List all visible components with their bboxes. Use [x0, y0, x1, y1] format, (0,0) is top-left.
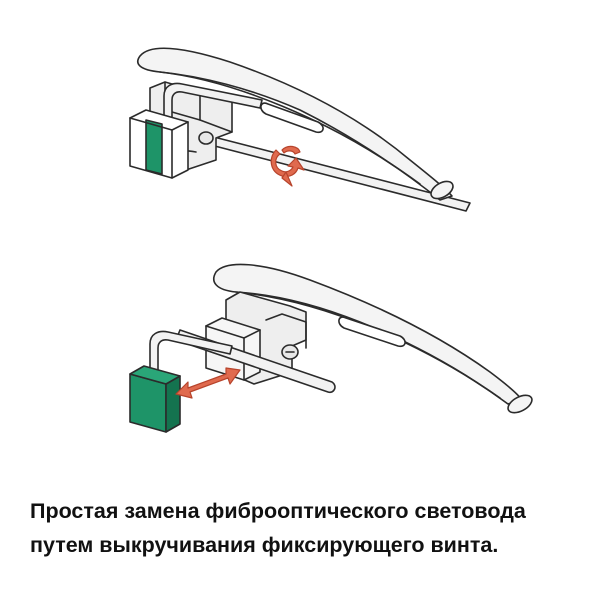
top-fiber-block-green [145, 119, 163, 175]
top-blade-tip [430, 180, 454, 200]
rotation-arrow-icon [270, 145, 305, 187]
bottom-fiber-block-top [129, 365, 181, 385]
caption-line-2: путем выкручивания фиксирующего винта. [30, 533, 499, 557]
double-arrow-icon [175, 367, 241, 399]
top-illustration [129, 47, 471, 212]
top-blade-inner [159, 71, 421, 185]
bottom-light-guide [149, 330, 233, 373]
bottom-blade-tip [507, 394, 533, 414]
bottom-blade-slot [338, 316, 406, 348]
bottom-fiber-block-side [165, 375, 181, 433]
top-screw [198, 131, 214, 145]
bottom-illustration [129, 263, 533, 433]
caption-line-1: Простая замена фиброоптического световод… [30, 499, 526, 523]
top-blade-slot [260, 102, 324, 134]
top-rod [206, 135, 471, 212]
laryngoscope-diagram [129, 47, 533, 433]
top-light-guide [163, 82, 263, 121]
caption: Простая замена фиброоптического световод… [30, 494, 590, 562]
